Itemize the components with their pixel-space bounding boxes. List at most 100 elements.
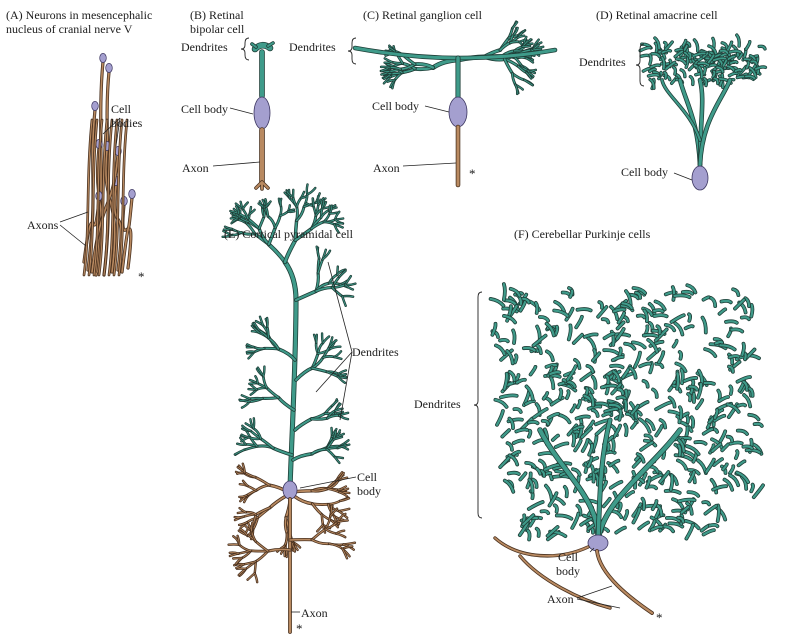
panel-e-basal-dendrite — [339, 491, 348, 497]
panel-f-dendrite — [534, 301, 539, 315]
panel-e-dendrites-leader — [327, 261, 353, 353]
panel-c-dendrites-brace — [347, 37, 357, 65]
panel-e-oblique-dendrite — [337, 376, 346, 384]
panel-e-oblique-dendrite — [311, 448, 328, 455]
panel-f-primary-dendrite — [596, 428, 682, 542]
panel-e-oblique-dendrite — [337, 445, 347, 449]
panel-f-dendrite — [532, 478, 538, 489]
panel-f-dendrite — [547, 412, 560, 419]
panel-f-dendrite — [506, 349, 514, 365]
panel-c-dendrite — [525, 72, 532, 79]
panel-e-apical-tuft — [267, 243, 287, 264]
panel-f-dendrite — [668, 522, 684, 528]
panel-c-title: (C) Retinal ganglion cell — [363, 8, 482, 22]
panel-f-dendrite — [630, 404, 639, 415]
panel-f-dendrite — [704, 504, 718, 515]
panel-a-axon-fiber — [108, 119, 118, 276]
panel-d-dendrite — [654, 42, 658, 53]
panel-f-dendrite — [576, 504, 582, 516]
panel-b-dendrites-label: Dendrites — [181, 40, 228, 54]
panel-e-oblique-dendrite — [322, 336, 330, 344]
panel-f-axon-collateral — [494, 537, 589, 557]
panel-f-dendrite — [675, 362, 687, 373]
panel-f-dendrites-brace — [473, 291, 483, 519]
leader-lines — [59, 105, 693, 613]
panel-f-dendrite — [712, 485, 728, 491]
panel-e-title: (E) Cortical pyramidal cell — [224, 227, 353, 241]
panel-f-dendrite — [674, 322, 684, 336]
panel-d-dendrite — [664, 61, 676, 70]
panel-f-dendrite — [549, 371, 561, 376]
panel-f-dendrite — [640, 441, 654, 451]
panel-e-axon-collateral — [255, 540, 269, 552]
panel-f-dendrite — [575, 315, 583, 329]
panel-e-cell-body-label: Cell body — [357, 470, 381, 498]
panel-d-dendrite — [745, 61, 750, 69]
panel-f-dendrite — [647, 338, 659, 353]
panel-d-dendrite — [716, 66, 724, 73]
panel-f-dendrite — [506, 442, 514, 451]
panel-d-dendrite — [735, 34, 741, 47]
panel-f-dendrite — [528, 478, 534, 493]
panel-f-dendrite — [678, 350, 683, 360]
panel-f-dendrite — [581, 438, 589, 453]
panel-e-oblique-dendrite — [328, 340, 337, 348]
panel-d-dendrite — [675, 58, 687, 65]
panel-d-dendrite — [720, 53, 727, 58]
panel-a-drawing — [82, 53, 136, 277]
panel-f-dendrite — [713, 408, 719, 419]
panel-f-dendrite — [629, 366, 637, 379]
panel-d-dendrite — [663, 41, 668, 49]
panel-d-dendrite — [705, 64, 717, 68]
panel-e-oblique-dendrite — [267, 337, 280, 350]
panel-f-dendrite — [714, 340, 724, 345]
panel-e-basal-dendrite — [242, 463, 246, 473]
panel-f-dendrite — [687, 313, 692, 322]
panel-c-dendrite — [517, 35, 525, 38]
panel-f-dendrite — [704, 348, 717, 358]
panel-f-dendrite — [554, 325, 559, 336]
panel-f-dendrite — [491, 322, 497, 336]
panel-e-apical-tuft — [344, 284, 354, 290]
panel-f-dendrite — [687, 490, 700, 497]
panel-f-dendrite — [630, 421, 637, 429]
panel-e-oblique-dendrite — [254, 322, 260, 331]
panel-b-cell-body — [253, 96, 271, 130]
panel-f-dendrite — [545, 363, 557, 368]
panel-f-dendrite — [729, 385, 733, 395]
panel-f-dendrites-label: Dendrites — [414, 397, 461, 411]
panel-e-basal-dendrite — [238, 494, 248, 498]
panel-f-dendrite — [566, 365, 577, 381]
panel-d-dendrite — [729, 50, 742, 53]
panel-f-dendrite — [615, 526, 626, 534]
panel-e-oblique-dendrite — [262, 366, 265, 377]
panel-e-oblique-dendrite — [315, 334, 318, 344]
panel-f-dendrite — [570, 404, 576, 413]
panel-f-dendrite — [573, 425, 584, 431]
panel-f-dendrite — [729, 474, 740, 487]
panel-f-dendrite — [624, 290, 632, 306]
panel-f-dendrite — [576, 399, 582, 409]
panel-e-apical-tuft — [235, 205, 239, 214]
panel-e-apical-tuft — [294, 290, 318, 302]
panel-f-dendrite — [656, 504, 663, 517]
panel-f-dendrite — [733, 298, 746, 310]
panel-f-dendrite — [587, 456, 593, 468]
panel-e-basal-dendrite — [311, 503, 329, 506]
panel-f-dendrite — [563, 485, 568, 498]
panel-f-dendrite — [669, 474, 674, 491]
panel-e-basal-dendrite — [293, 495, 314, 505]
panel-a-axon-fiber — [95, 61, 104, 276]
panel-f-dendrite — [713, 414, 726, 422]
panel-f-dendrite — [569, 289, 574, 298]
panel-e-basal-dendrite — [339, 497, 350, 502]
panel-f-dendrite — [752, 484, 765, 499]
panel-e-oblique-dendrite — [246, 351, 255, 353]
panel-f-dendrite — [525, 385, 534, 401]
panel-f-dendrite — [653, 314, 668, 318]
panel-f-drawing — [473, 282, 765, 615]
panel-e-apical-tuft — [258, 216, 265, 230]
panel-e-axon-collateral — [267, 548, 291, 552]
panel-c-dendrite — [514, 84, 518, 95]
panel-f-dendrite — [659, 470, 670, 484]
